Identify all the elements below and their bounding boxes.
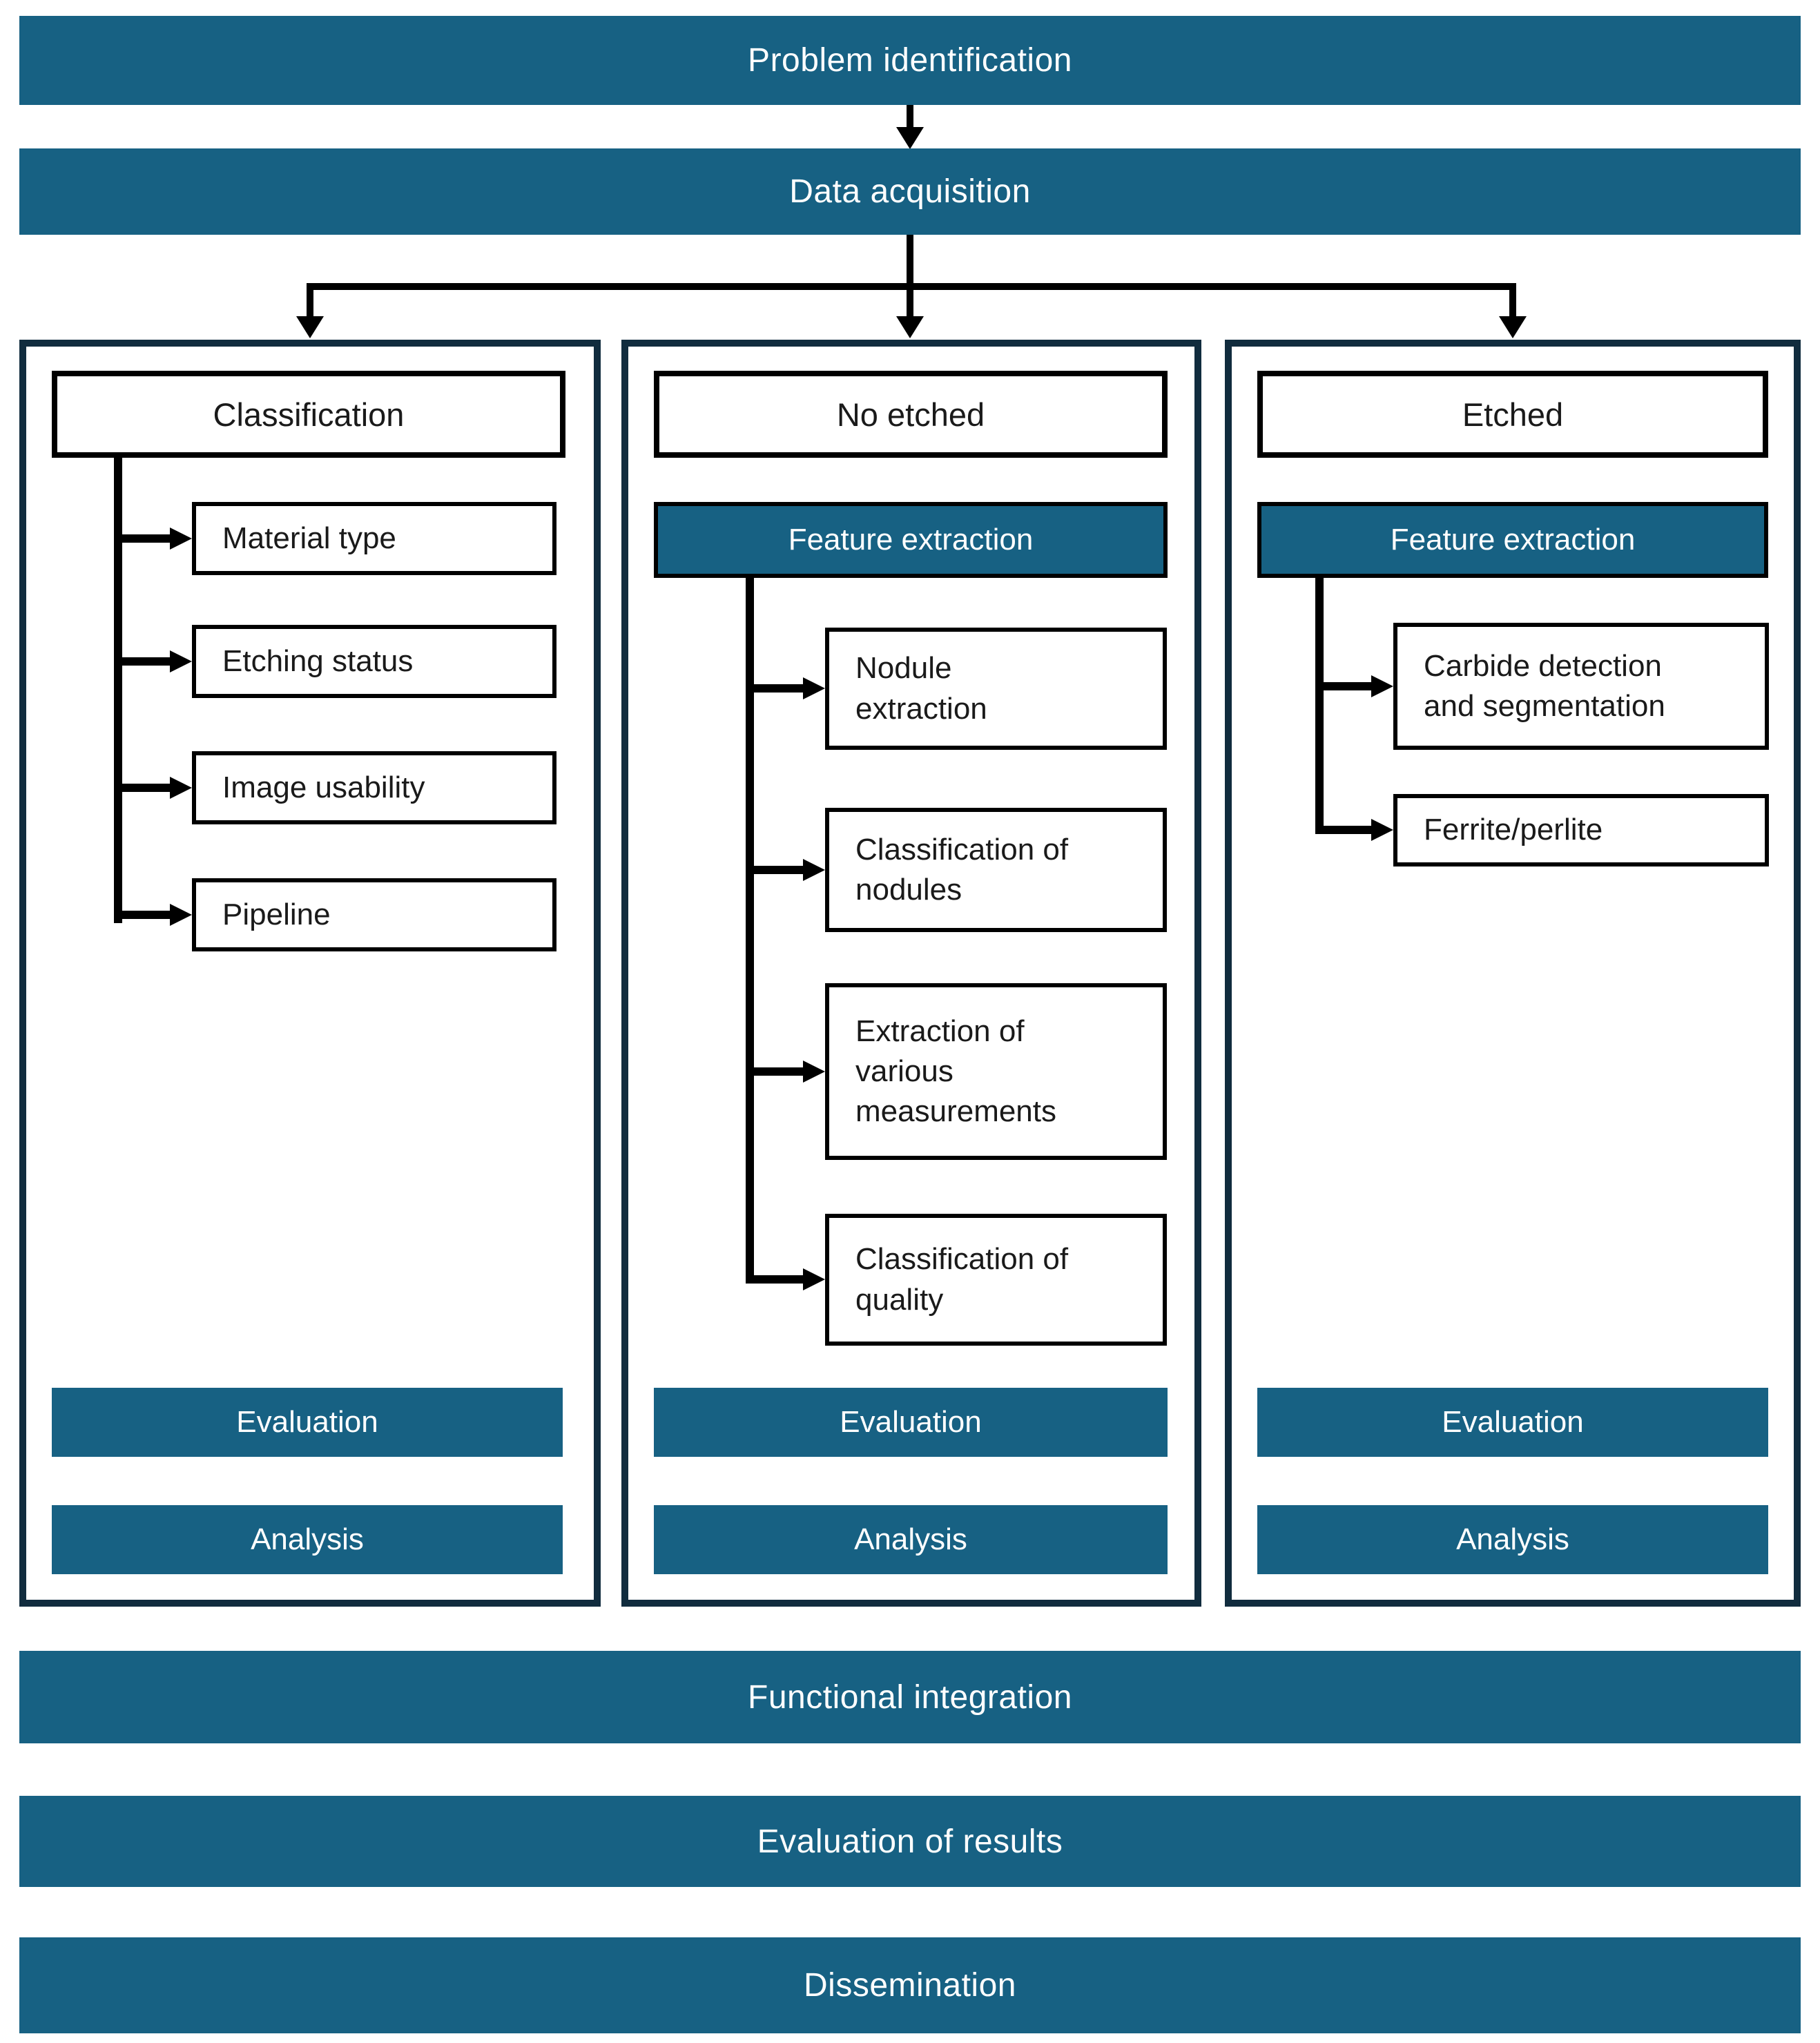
arrow-down-icon — [896, 316, 924, 338]
item-etching-status: Etching status — [192, 625, 556, 698]
connector-line — [1509, 283, 1516, 318]
header-etched: Etched — [1257, 371, 1768, 458]
arrow-right-icon — [803, 859, 825, 881]
evaluation-bar: Evaluation — [654, 1388, 1168, 1457]
arrow-down-icon — [896, 127, 924, 149]
connector-line — [114, 534, 170, 543]
feature-extraction-box: Feature extraction — [1257, 502, 1768, 578]
banner-data-acquisition: Data acquisition — [19, 148, 1801, 235]
arrow-right-icon — [1371, 819, 1393, 841]
analysis-bar: Analysis — [1257, 1505, 1768, 1574]
evaluation-bar: Evaluation — [52, 1388, 563, 1457]
item-classification-of-quality: Classification of quality — [825, 1214, 1167, 1346]
branch-line — [307, 283, 1516, 290]
connector-line — [1315, 826, 1371, 834]
evaluation-bar: Evaluation — [1257, 1388, 1768, 1457]
arrow-right-icon — [170, 904, 192, 926]
header-classification: Classification — [52, 371, 565, 458]
analysis-bar: Analysis — [654, 1505, 1168, 1574]
item-nodule-extraction: Nodule extraction — [825, 628, 1167, 750]
item-extraction-of-measurements: Extraction of various measurements — [825, 983, 1167, 1160]
connector-line — [114, 911, 170, 919]
connector-line — [746, 1067, 803, 1076]
banner-evaluation-of-results: Evaluation of results — [19, 1796, 1801, 1887]
connector-line — [114, 784, 170, 792]
item-material-type: Material type — [192, 502, 556, 575]
panel-classification: Classification Material type Etching sta… — [19, 340, 601, 1607]
connector-line — [114, 657, 170, 666]
arrow-right-icon — [170, 777, 192, 799]
connector-line — [746, 684, 803, 693]
arrow-right-icon — [803, 1061, 825, 1083]
connector-line — [1315, 578, 1324, 834]
item-classification-of-nodules: Classification of nodules — [825, 808, 1167, 932]
connector-line — [746, 1275, 803, 1284]
arrow-right-icon — [803, 1268, 825, 1290]
arrow-right-icon — [170, 527, 192, 550]
item-carbide-detection: Carbide detection and segmentation — [1393, 623, 1769, 750]
arrow-right-icon — [1371, 675, 1393, 697]
panel-no-etched: No etched Feature extraction Nodule extr… — [621, 340, 1201, 1607]
item-image-usability: Image usability — [192, 751, 556, 824]
item-pipeline: Pipeline — [192, 878, 556, 951]
header-no-etched: No etched — [654, 371, 1168, 458]
arrow-down-icon — [1499, 316, 1527, 338]
feature-extraction-box: Feature extraction — [654, 502, 1168, 578]
banner-problem-identification: Problem identification — [19, 16, 1801, 105]
connector-line — [746, 866, 803, 874]
item-ferrite-perlite: Ferrite/perlite — [1393, 794, 1769, 866]
connector-line — [907, 105, 913, 130]
arrow-right-icon — [170, 650, 192, 672]
connector-line — [114, 458, 122, 923]
connector-line — [307, 283, 313, 318]
panel-etched: Etched Feature extraction Carbide detect… — [1225, 340, 1801, 1607]
arrow-right-icon — [803, 677, 825, 699]
analysis-bar: Analysis — [52, 1505, 563, 1574]
banner-dissemination: Dissemination — [19, 1937, 1801, 2033]
connector-line — [1315, 682, 1371, 690]
banner-functional-integration: Functional integration — [19, 1651, 1801, 1743]
connector-line — [746, 578, 754, 1284]
connector-line — [907, 235, 913, 318]
arrow-down-icon — [296, 316, 324, 338]
